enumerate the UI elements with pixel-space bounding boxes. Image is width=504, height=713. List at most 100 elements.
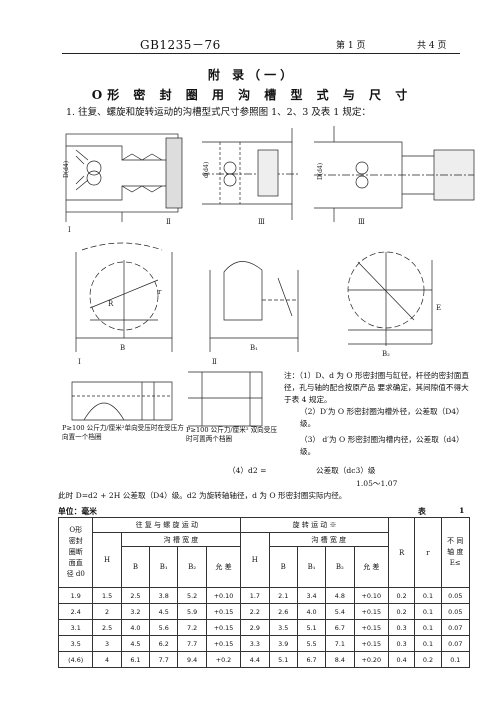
col-header-tolerance-rotary: 允 差 xyxy=(353,546,389,588)
drawing-labels: Ⅰ Ⅱ Ⅲ Ⅲ Ⅰ Ⅱ D(d4) d(d4) D(d4) B B₁ B₂ R … xyxy=(63,161,441,366)
note-footer-line: 此时 D=d2 + 2H 公差取（D4）级。d2 为旋转轴轴径，d 为 O 形密… xyxy=(58,491,347,500)
table-cell: 5.5 xyxy=(296,635,327,652)
table-cell: 1.9 xyxy=(57,587,94,604)
drawing-label: D(d4) xyxy=(63,161,70,178)
backup-ring-single xyxy=(71,381,173,421)
appendix-title: 附 录（一） xyxy=(207,68,297,82)
table-cell: 0.07 xyxy=(440,619,471,636)
table-cell: 0.2 xyxy=(387,587,416,604)
table-cell: 5.4 xyxy=(325,603,355,620)
drawing-label: d(d4) xyxy=(203,162,210,178)
table-cell: 2.5 xyxy=(92,619,122,636)
table-cell: 2.5 xyxy=(120,587,151,604)
table-cell: 0.3 xyxy=(387,619,416,636)
col-header-section-diameter: O形 密封 圈断 面直 径 d0 xyxy=(57,517,94,588)
drawing-label: B₂ xyxy=(382,350,390,358)
col-header-line: 密封 xyxy=(68,537,83,545)
drawing-label: Ⅲ xyxy=(258,218,265,226)
table-cell: 4.5 xyxy=(120,635,151,652)
table-cell: 2 xyxy=(92,603,122,620)
table-cell: (4.6) xyxy=(57,651,94,668)
table-cell: 1.7 xyxy=(240,587,270,604)
table-number: 1 xyxy=(459,506,465,515)
drawing-label: E xyxy=(436,304,441,312)
col-header-H-rotary: H xyxy=(240,532,270,588)
table-cell: +0.15 xyxy=(353,619,389,636)
col-header-line: 不 同 xyxy=(447,537,464,545)
table-cell: 0.1 xyxy=(414,619,442,636)
table-cell: 3.9 xyxy=(268,635,298,652)
table-cell: 7.7 xyxy=(177,635,207,652)
table-cell: +0.10 xyxy=(205,587,242,604)
table-cell: 0.07 xyxy=(440,635,471,652)
page-number: 第 1 页 xyxy=(336,41,366,51)
groove-dimension-table: O形 密封 圈断 面直 径 d0 往 复 与 螺 旋 运 动 旋 转 运 动 ※… xyxy=(57,517,471,668)
figure-2-section xyxy=(202,128,298,220)
col-header-tolerance: 允 差 xyxy=(205,546,242,588)
table-cell: 5.1 xyxy=(296,619,327,636)
table-cell: 3.5 xyxy=(268,619,298,636)
table-cell: 0.2 xyxy=(387,603,416,620)
drawing-label: B xyxy=(120,344,125,352)
table-cell: 0.05 xyxy=(440,603,471,620)
drawing-label: R xyxy=(108,300,114,308)
table-cell: 6.2 xyxy=(149,635,179,652)
table-cell: 9.4 xyxy=(177,651,207,668)
groove-drawings: Ⅰ Ⅱ Ⅲ Ⅲ Ⅰ Ⅱ D(d4) d(d4) D(d4) B B₁ B₂ R … xyxy=(62,126,475,443)
col-header-groove-width-rotary: 沟 槽 宽 度 xyxy=(268,532,389,547)
table-cell: 0.4 xyxy=(387,651,416,668)
standard-code: GB1235－76 xyxy=(140,38,221,52)
table-cell: 6.7 xyxy=(296,651,327,668)
col-header-B-rotary: B xyxy=(268,546,298,588)
table-cell: +0.10 xyxy=(353,587,389,604)
col-header-line: 面直 xyxy=(68,559,83,567)
col-header-line: E≤ xyxy=(449,559,461,567)
note-3: （3） d′为 O 形密封圈沟槽内径，公差取（d4）级。 xyxy=(300,435,464,456)
caption-double-backup: P≥100 公斤力/厘米² 双向受压时可置两个档圈 xyxy=(186,426,277,443)
figure-3-section xyxy=(314,126,475,222)
drawing-label: D(d4) xyxy=(317,163,324,180)
table-cell: +0.20 xyxy=(353,651,389,668)
table-cell: 1.5 xyxy=(92,587,122,604)
drawing-label: Ⅱ xyxy=(212,358,217,366)
drawing-label: Ⅱ xyxy=(166,218,171,226)
table-cell: 5.1 xyxy=(268,651,298,668)
table-cell: 0.1 xyxy=(414,587,442,604)
table-cell: 4 xyxy=(92,651,122,668)
col-header-line: 圈断 xyxy=(68,548,83,556)
col-header-B1: B₁ xyxy=(149,546,179,588)
table-cell: 2.6 xyxy=(268,603,298,620)
drawing-label: Ⅰ xyxy=(78,358,81,366)
table-cell: 4.0 xyxy=(120,619,151,636)
group-header-rotary: 旋 转 运 动 ※ xyxy=(240,517,389,533)
table-cell: +0.15 xyxy=(205,635,242,652)
intro-paragraph: 1. 往复、螺旋和旋转运动的沟槽型式尺寸参照图 1、2、3 及表 1 规定： xyxy=(66,107,371,118)
col-header-line: 径 d0 xyxy=(66,570,85,578)
col-header-B2: B₂ xyxy=(177,546,207,588)
caption-single-backup: P≥100 公斤力/厘米²单向受压时在受压方向置一个档圈 xyxy=(62,424,184,441)
page-total: 共 4 页 xyxy=(417,41,447,51)
table-cell: 4.0 xyxy=(296,603,327,620)
col-header-line: O形 xyxy=(69,526,83,534)
table-cell: 0.1 xyxy=(414,603,442,620)
figure-1-section xyxy=(65,133,183,222)
table-cell: +0.15 xyxy=(353,635,389,652)
table-cell: 7.2 xyxy=(177,619,207,636)
table-cell: 7.7 xyxy=(149,651,179,668)
table-cell: 2.4 xyxy=(57,603,94,620)
table-cell: 0.3 xyxy=(387,635,416,652)
table-cell: 6.7 xyxy=(325,619,355,636)
table-cell: 3.1 xyxy=(57,619,94,636)
col-header-H: H xyxy=(92,532,122,588)
table-cell: 4.8 xyxy=(325,587,355,604)
col-header-B: B xyxy=(120,546,151,588)
header-rule xyxy=(62,53,460,54)
table-cell: 2.2 xyxy=(240,603,270,620)
table-cell: 5.2 xyxy=(177,587,207,604)
group-header-reciprocating: 往 复 与 螺 旋 运 动 xyxy=(92,517,242,533)
